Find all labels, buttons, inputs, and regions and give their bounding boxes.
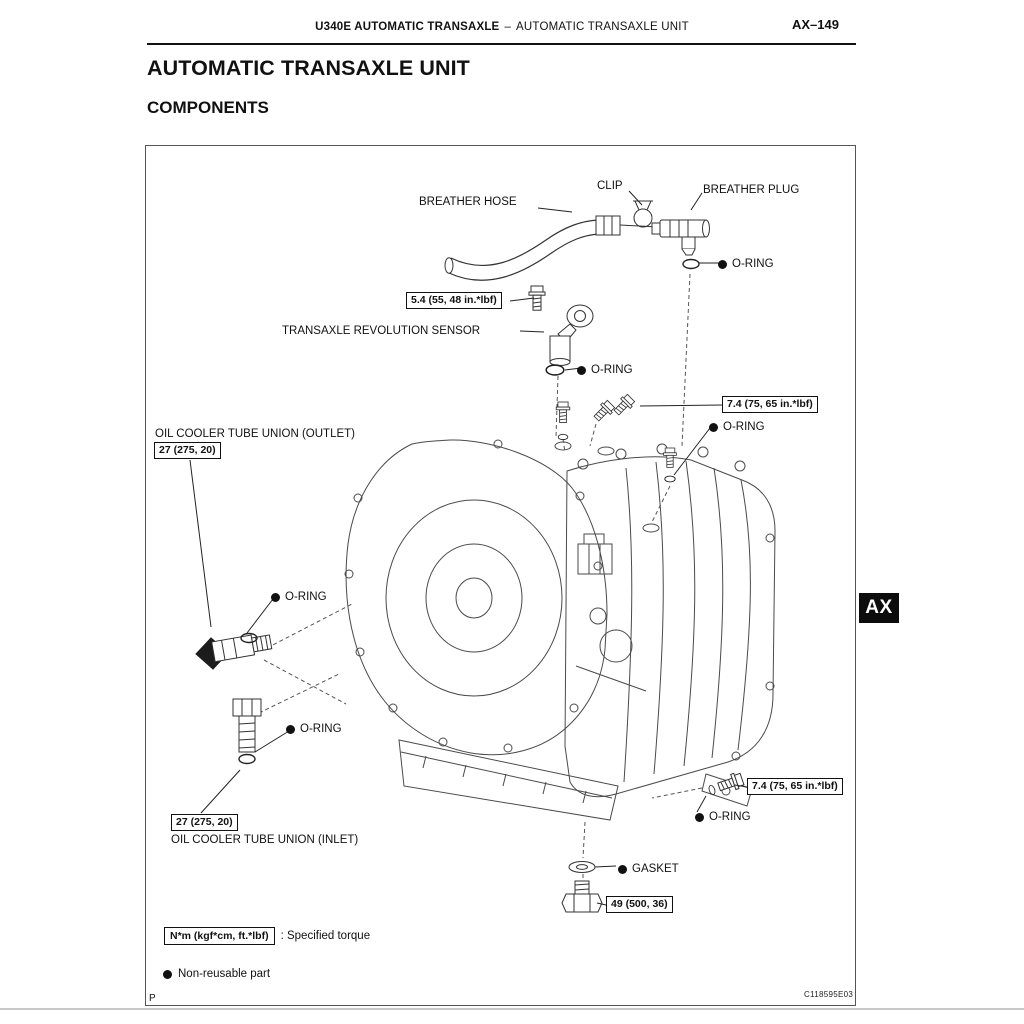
callout-o-ring-breather: O-RING [718, 257, 774, 271]
o-ring-sensor-part [545, 364, 565, 376]
torque-unit-box: N*m (kgf*cm, ft.*lbf) [164, 927, 275, 945]
page-title: AUTOMATIC TRANSAXLE UNIT [147, 56, 470, 80]
non-reusable-marker-icon [163, 969, 172, 979]
o-ring-label: O-RING [723, 421, 765, 433]
torque-spec-union-bolt-lower: 7.4 (75, 65 in.*lbf) [747, 778, 843, 795]
header-separator: – [504, 21, 512, 33]
drain-plug-part [561, 880, 603, 913]
callout-o-ring-outlet: O-RING [271, 590, 327, 604]
o-ring-label: O-RING [285, 591, 327, 603]
assembly-dashed-lines [258, 273, 703, 880]
non-reusable-marker-icon [718, 259, 727, 269]
non-reusable-marker-icon [271, 592, 280, 602]
callout-revolution-sensor: TRANSAXLE REVOLUTION SENSOR [282, 325, 481, 337]
union-bolt-part [611, 392, 637, 418]
callout-breather-plug: BREATHER PLUG [703, 184, 800, 196]
page-number: AX–149 [792, 17, 839, 32]
callout-oil-cooler-inlet: OIL COOLER TUBE UNION (INLET) [171, 834, 359, 846]
o-ring-label: O-RING [300, 723, 342, 735]
oil-cooler-outlet-part [195, 634, 273, 670]
revolution-sensor-part [549, 304, 594, 366]
torque-spec-union-bolt-upper: 7.4 (75, 65 in.*lbf) [722, 396, 818, 413]
section-tab-ax: AX [859, 593, 899, 623]
page-edge [0, 1008, 1024, 1010]
non-reusable-marker-icon [286, 724, 295, 734]
o-ring-label: O-RING [709, 811, 751, 823]
torque-spec-cooler-union-inlet: 27 (275, 20) [171, 814, 238, 831]
figure-corner-mark: P [149, 993, 156, 1004]
callout-o-ring-union-upper: O-RING [709, 420, 765, 434]
oil-cooler-inlet-part [232, 698, 262, 753]
torque-spec-sensor-bolt: 5.4 (55, 48 in.*lbf) [406, 292, 502, 309]
header-subsection-title: AUTOMATIC TRANSAXLE UNIT [516, 21, 689, 33]
callout-gasket: GASKET [618, 862, 679, 876]
transaxle-body [344, 439, 776, 821]
non-reusable-marker-icon [695, 812, 704, 822]
legend-torque: N*m (kgf*cm, ft.*lbf) : Specified torque [164, 927, 370, 945]
section-title: COMPONENTS [147, 98, 269, 117]
o-ring-breather-part [682, 258, 700, 270]
torque-spec-cooler-union-outlet: 27 (275, 20) [154, 442, 221, 459]
non-reusable-marker-icon [709, 422, 718, 432]
callout-o-ring-inlet: O-RING [286, 722, 342, 736]
running-header: U340E AUTOMATIC TRANSAXLE–AUTOMATIC TRAN… [148, 21, 856, 33]
legend-non-reusable: Non-reusable part [163, 968, 270, 980]
o-ring-label: O-RING [591, 364, 633, 376]
torque-spec-drain-plug: 49 (500, 36) [606, 896, 673, 913]
clip-part [633, 200, 653, 228]
non-reusable-marker-icon [618, 864, 627, 874]
transaxle-exploded-diagram [189, 190, 776, 913]
gasket-label: GASKET [632, 863, 679, 875]
o-ring-label: O-RING [732, 258, 774, 270]
callout-oil-cooler-outlet: OIL COOLER TUBE UNION (OUTLET) [155, 428, 355, 440]
callout-breather-hose: BREATHER HOSE [419, 196, 517, 208]
gasket-part [568, 861, 596, 873]
union-bolt-part [716, 770, 746, 795]
o-ring-inlet-part [238, 753, 256, 765]
header-rule [147, 43, 856, 45]
breather-plug-part [651, 219, 710, 256]
header-section-title: U340E AUTOMATIC TRANSAXLE [315, 21, 500, 33]
union-bolt-part [591, 398, 617, 424]
breather-hose-part [444, 215, 659, 281]
torque-meaning-label: : Specified torque [280, 930, 371, 942]
union-bolt-part [555, 401, 571, 423]
o-ring-small-part [557, 433, 569, 441]
o-ring-union-part [664, 475, 676, 483]
figure-code: C118595E03 [804, 990, 854, 999]
callout-o-ring-sensor: O-RING [577, 363, 633, 377]
callout-clip: CLIP [597, 180, 623, 192]
non-reusable-label: Non-reusable part [178, 968, 271, 980]
callout-o-ring-lower: O-RING [695, 810, 751, 824]
components-figure: BREATHER HOSE CLIP BREATHER PLUG O-RING … [145, 145, 856, 1006]
non-reusable-marker-icon [577, 365, 586, 375]
